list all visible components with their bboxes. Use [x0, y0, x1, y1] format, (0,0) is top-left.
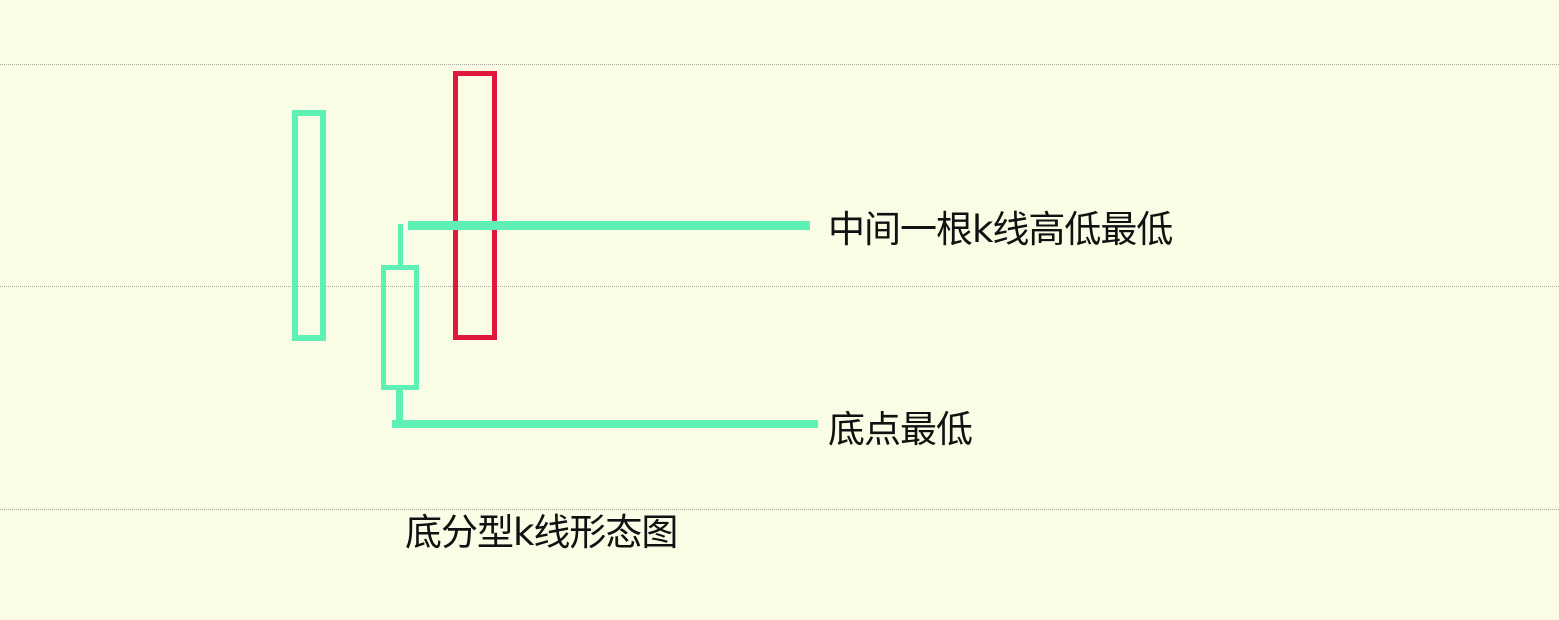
middle-candle-lower-wick [396, 388, 403, 424]
gridline-top [0, 64, 1559, 65]
left-green-candle [292, 110, 326, 341]
middle-high-line [408, 221, 810, 230]
diagram-title: 底分型k线形态图 [405, 511, 678, 554]
middle-green-candle [381, 265, 419, 390]
right-red-candle [453, 71, 497, 340]
gridline-bottom [0, 509, 1559, 510]
gridline-middle [0, 286, 1559, 287]
middle-high-label: 中间一根k线高低最低 [828, 208, 1173, 251]
middle-candle-upper-wick [398, 224, 403, 266]
bottom-low-line [392, 420, 818, 428]
bottom-low-label: 底点最低 [828, 408, 973, 451]
